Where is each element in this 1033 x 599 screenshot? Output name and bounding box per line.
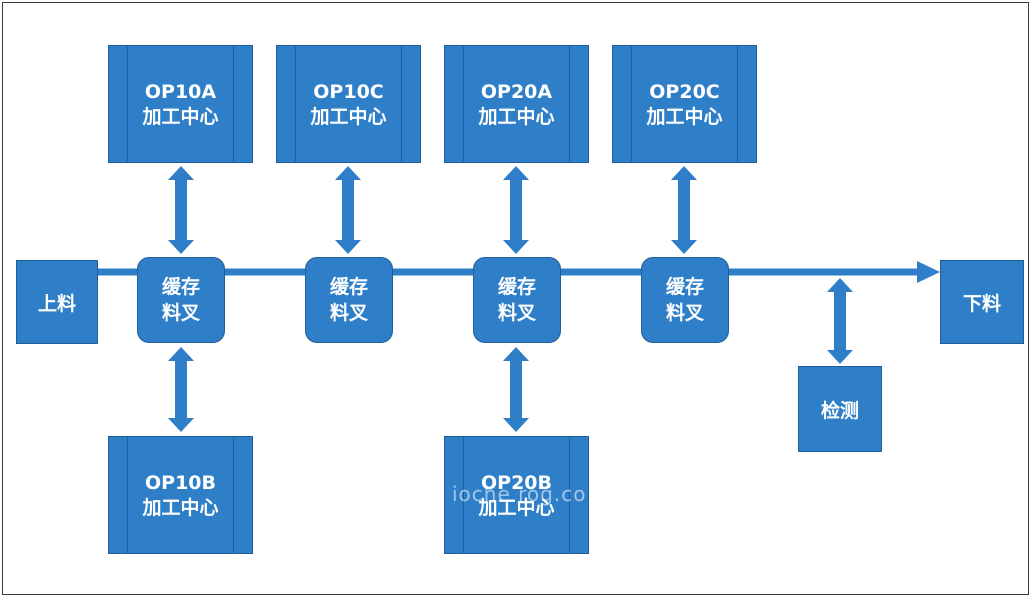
buffer-label-line1: 缓存 [665, 276, 704, 298]
buffer-fork-2: 缓存 料叉 [305, 257, 393, 343]
double-arrow-op10c [335, 166, 361, 254]
buffer-label-line1: 缓存 [161, 276, 200, 298]
station-code: OP10C [313, 81, 384, 103]
station-label: 加工中心 [310, 106, 387, 128]
buffer-fork-1: 缓存 料叉 [137, 257, 225, 343]
buffer-label-line1: 缓存 [329, 276, 368, 298]
station-label: 加工中心 [142, 497, 219, 519]
station-code: OP10B [145, 472, 216, 494]
double-arrow-op10b [168, 347, 194, 432]
main-conveyor-arrowhead [917, 261, 940, 283]
unloading-box: 下料 [940, 260, 1024, 344]
double-arrow-op20a [503, 166, 529, 254]
station-op20b: OP20B 加工中心 [444, 436, 589, 554]
buffer-label-line2: 料叉 [497, 302, 536, 324]
station-code: OP20C [649, 81, 720, 103]
station-code: OP20B [481, 472, 552, 494]
buffer-label-line2: 料叉 [161, 302, 200, 324]
buffer-label-line2: 料叉 [329, 302, 368, 324]
station-label: 加工中心 [478, 497, 555, 519]
station-op10b: OP10B 加工中心 [108, 436, 253, 554]
station-label: 加工中心 [646, 106, 723, 128]
station-label: 加工中心 [478, 106, 555, 128]
buffer-fork-4: 缓存 料叉 [641, 257, 729, 343]
double-arrow-op10a [168, 166, 194, 254]
station-op10a: OP10A 加工中心 [108, 45, 253, 163]
buffer-label-line2: 料叉 [665, 302, 704, 324]
station-op20a: OP20A 加工中心 [444, 45, 589, 163]
double-arrow-inspection [827, 278, 853, 364]
station-op20c: OP20C 加工中心 [612, 45, 757, 163]
inspection-box: 检测 [798, 366, 882, 452]
double-arrow-op20c [671, 166, 697, 254]
double-arrow-op20b [503, 347, 529, 432]
loading-box: 上料 [16, 260, 98, 344]
watermark-text: ioche rog.co [452, 482, 587, 506]
buffer-fork-3: 缓存 料叉 [473, 257, 561, 343]
station-code: OP20A [480, 81, 553, 103]
buffer-label-line1: 缓存 [497, 276, 536, 298]
station-op10c: OP10C 加工中心 [276, 45, 421, 163]
station-label: 加工中心 [142, 106, 219, 128]
station-code: OP10A [144, 81, 217, 103]
